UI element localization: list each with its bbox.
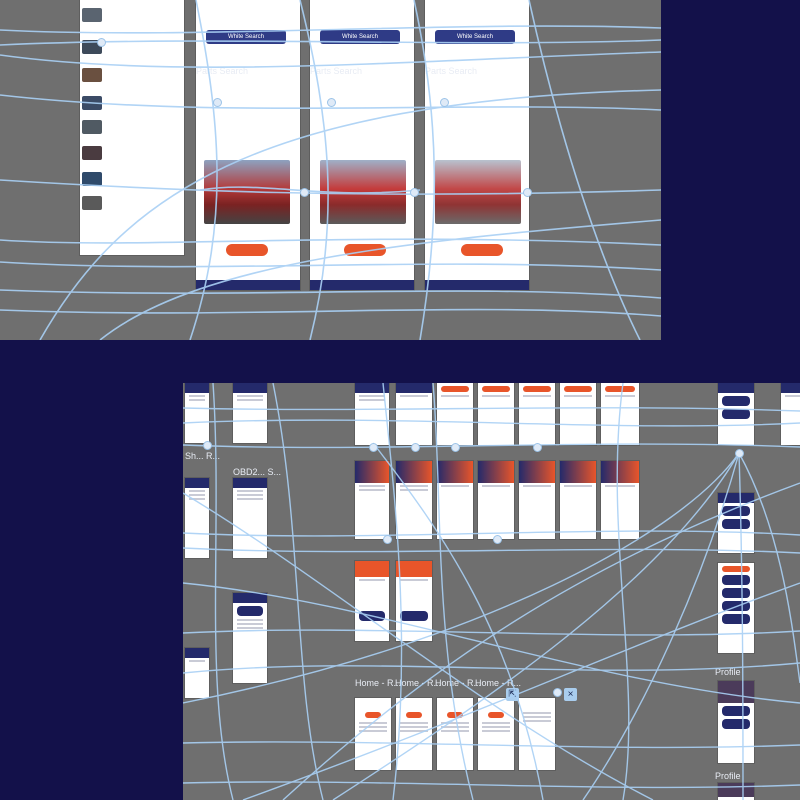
connector-hub[interactable] — [213, 98, 222, 107]
screen-thumb[interactable] — [601, 461, 639, 539]
frame-label: Profile — [715, 771, 741, 781]
vehicle-photo — [320, 160, 406, 224]
connector-hub[interactable] — [411, 443, 420, 452]
home-screen-thumb[interactable] — [478, 698, 514, 770]
screen-thumb[interactable] — [718, 383, 754, 445]
screen-thumb[interactable] — [437, 383, 473, 445]
vehicle-detail-frame-1[interactable]: White Search — [196, 0, 300, 290]
screen-thumb[interactable] — [718, 493, 754, 553]
connector-hub[interactable] — [533, 443, 542, 452]
header-button[interactable]: White Search — [206, 30, 286, 44]
screen-thumb[interactable] — [355, 461, 389, 539]
frame-label: OBD2... S... — [233, 467, 282, 477]
connector-hub[interactable] — [440, 98, 449, 107]
request-quote-button[interactable] — [344, 244, 386, 256]
connector-hub[interactable] — [300, 188, 309, 197]
connector-hub[interactable] — [383, 535, 392, 544]
screen-thumb[interactable] — [185, 383, 209, 443]
result-thumb — [82, 172, 102, 186]
screen-thumb[interactable] — [519, 383, 555, 445]
bottom-nav[interactable] — [196, 280, 300, 290]
screen-thumb[interactable] — [396, 461, 432, 539]
close-button[interactable]: × — [564, 688, 577, 701]
prototype-canvas-top[interactable]: White Search White Search White Search P… — [0, 0, 661, 340]
export-icon: ⇱ — [508, 689, 517, 700]
screen-thumb[interactable] — [437, 461, 473, 539]
screen-thumb[interactable] — [233, 593, 267, 683]
screen-thumb[interactable] — [560, 383, 596, 445]
screen-thumb[interactable] — [478, 461, 514, 539]
screen-thumb[interactable] — [185, 478, 209, 558]
frame-label: Sh... R... — [185, 451, 221, 461]
bottom-nav[interactable] — [310, 280, 414, 290]
export-button[interactable]: ⇱ — [506, 688, 519, 701]
screen-thumb[interactable] — [233, 478, 267, 558]
connector-hub[interactable] — [410, 188, 419, 197]
frame-label: Home - R... — [475, 678, 522, 688]
screen-thumb[interactable] — [185, 648, 209, 698]
frame-label: Parts Search — [425, 66, 478, 76]
vehicle-detail-frame-2[interactable]: White Search — [310, 0, 414, 290]
frame-label: Profile — [715, 667, 741, 677]
result-thumb — [82, 8, 102, 22]
header-button[interactable]: White Search — [435, 30, 515, 44]
home-screen-thumb[interactable] — [355, 698, 391, 770]
screen-thumb[interactable] — [519, 461, 555, 539]
screen-thumb[interactable] — [781, 383, 800, 445]
vehicle-photo — [435, 160, 521, 224]
connector-hub[interactable] — [553, 688, 562, 697]
home-screen-thumb[interactable] — [396, 698, 432, 770]
result-thumb — [82, 146, 102, 160]
request-quote-button[interactable] — [461, 244, 503, 256]
screen-thumb[interactable] — [478, 383, 514, 445]
result-thumb — [82, 68, 102, 82]
screen-thumb[interactable] — [355, 383, 389, 445]
bottom-nav[interactable] — [425, 280, 529, 290]
frame-label: Parts Search — [310, 66, 363, 76]
screen-thumb[interactable] — [355, 561, 389, 641]
result-thumb — [82, 96, 102, 110]
prototype-canvas-bottom[interactable]: Sh... R... OBD2... S... Home - R... Home… — [183, 383, 800, 800]
connector-hub[interactable] — [493, 535, 502, 544]
connector-hub[interactable] — [203, 441, 212, 450]
result-thumb — [82, 120, 102, 134]
connector-hub[interactable] — [369, 443, 378, 452]
connector-hub[interactable] — [735, 449, 744, 458]
screen-thumb[interactable] — [396, 383, 432, 445]
profile-screen-thumb[interactable] — [718, 783, 754, 800]
close-icon: × — [567, 689, 574, 700]
screen-thumb[interactable] — [560, 461, 596, 539]
frame-label: Parts Search — [196, 66, 249, 76]
screen-thumb[interactable] — [718, 563, 754, 653]
profile-screen-thumb[interactable] — [718, 681, 754, 763]
connector-hub[interactable] — [451, 443, 460, 452]
vehicle-photo — [204, 160, 290, 224]
request-quote-button[interactable] — [226, 244, 268, 256]
vehicle-detail-frame-3[interactable]: White Search — [425, 0, 529, 290]
connector-hub[interactable] — [97, 38, 106, 47]
result-thumb — [82, 196, 102, 210]
home-screen-thumb[interactable] — [437, 698, 473, 770]
connector-hub[interactable] — [327, 98, 336, 107]
header-button[interactable]: White Search — [320, 30, 400, 44]
connector-hub[interactable] — [523, 188, 532, 197]
screen-thumb[interactable] — [601, 383, 639, 445]
search-results-frame[interactable] — [80, 0, 184, 255]
screen-thumb[interactable] — [396, 561, 432, 641]
home-screen-thumb[interactable] — [519, 698, 555, 770]
screen-thumb[interactable] — [233, 383, 267, 443]
